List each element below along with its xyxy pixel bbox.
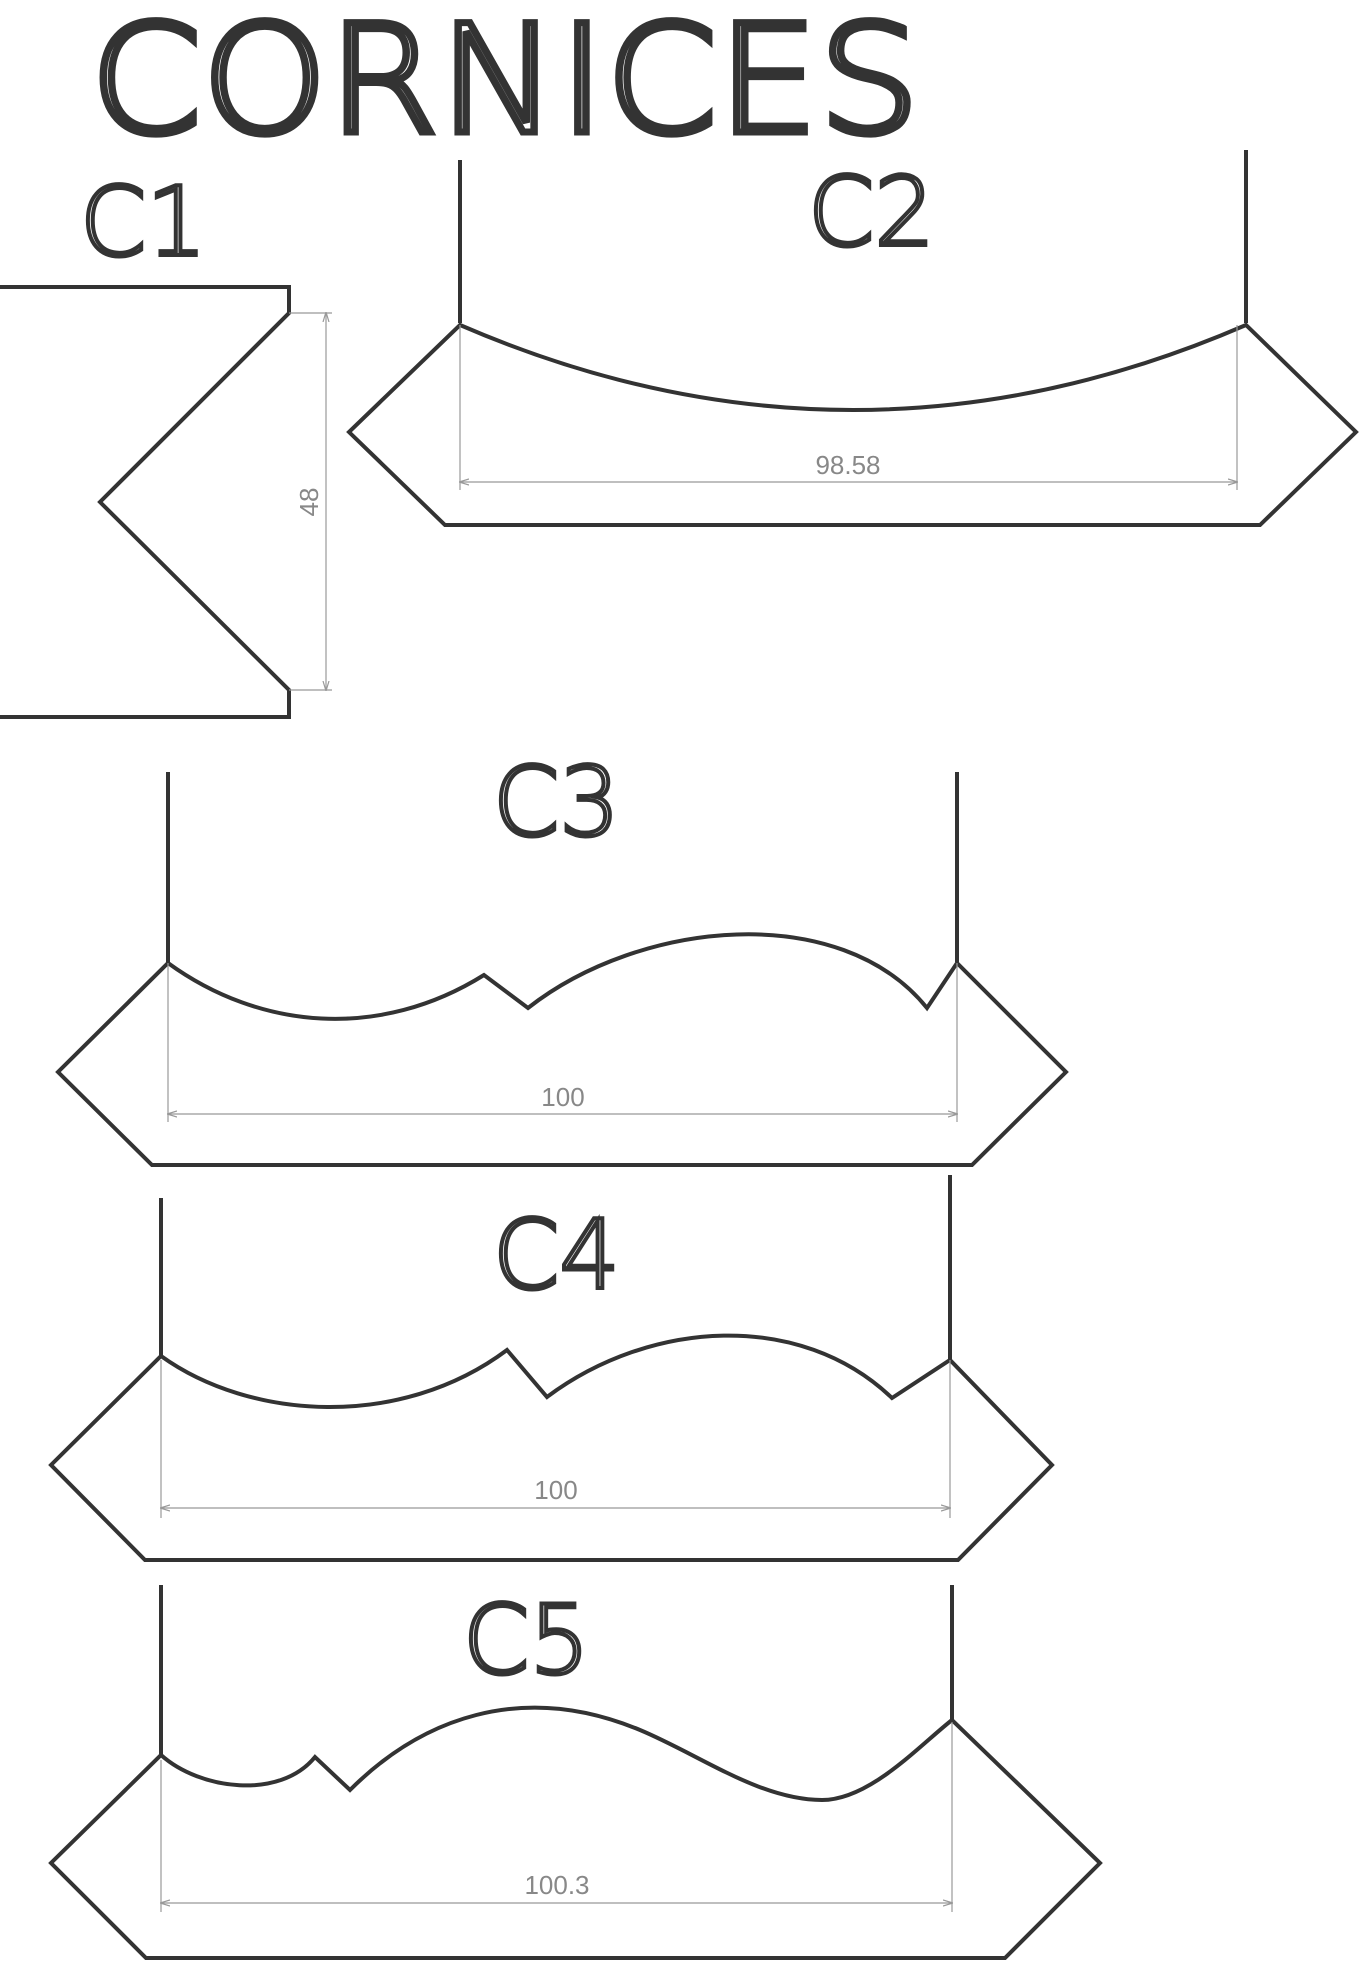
profile-label: C1 (80, 168, 207, 278)
profile-c1: C1 48 (0, 166, 332, 719)
dimension-line (289, 313, 332, 690)
profile-c4: C4 100 (48, 1175, 1055, 1562)
dimension-label: 98.58 (815, 450, 880, 480)
profile-outline (346, 322, 1359, 527)
dimension-label: 100 (541, 1082, 584, 1112)
dimension-label: 100.3 (524, 1870, 589, 1900)
profile-c3: C3 100 (55, 746, 1069, 1167)
profile-label: C5 (463, 1586, 590, 1696)
dimension-label: 48 (294, 488, 324, 517)
sheet-title: CORNICES (90, 0, 920, 168)
dimension-label: 100 (534, 1475, 577, 1505)
profile-c5: C5 100.3 (48, 1584, 1103, 1960)
profile-outline (48, 1705, 1103, 1960)
dimension-line (460, 325, 1237, 490)
profile-outline (0, 285, 291, 719)
dimension-line (168, 963, 957, 1122)
profile-c2: C2 98.58 (346, 150, 1359, 527)
profile-label: C4 (493, 1201, 620, 1311)
profile-label: C2 (808, 158, 935, 268)
profile-label: C3 (493, 748, 620, 858)
dimension-line (161, 1360, 950, 1518)
dimension-line (161, 1722, 952, 1912)
profile-outline (55, 932, 1069, 1167)
profile-outline (48, 1333, 1055, 1562)
